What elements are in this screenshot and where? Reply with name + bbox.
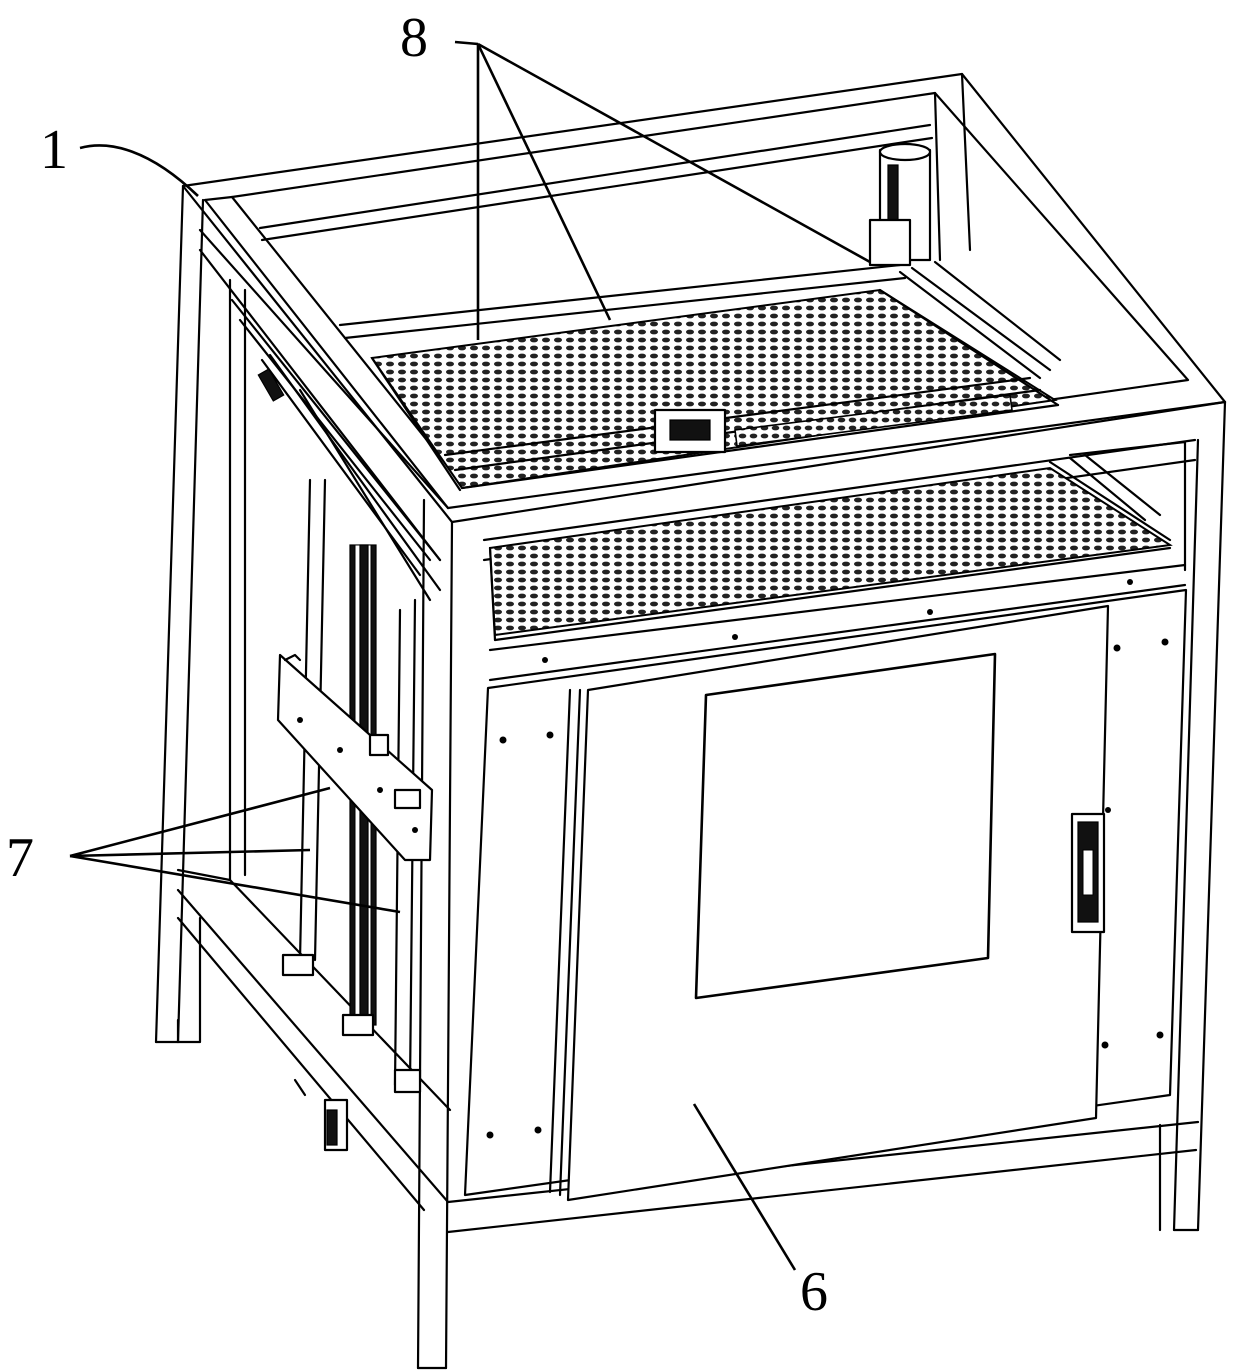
door-handle[interactable] [1070,812,1106,934]
label-7-group: 7 [6,786,401,914]
label-6: 6 [800,1261,828,1323]
label-7: 7 [6,827,34,889]
motor [868,142,932,267]
label-8: 8 [400,7,428,69]
label-6-group: 6 [692,1103,828,1323]
label-1: 1 [40,119,68,181]
top-back-rails [258,123,934,340]
middle-mesh-tray [488,453,1187,682]
door[interactable] [548,604,1111,1202]
upper-mesh-tray [370,260,1062,492]
label-8-group: 8 [400,7,871,340]
label-1-group: 1 [40,119,199,197]
side-mechanism [230,298,442,1152]
